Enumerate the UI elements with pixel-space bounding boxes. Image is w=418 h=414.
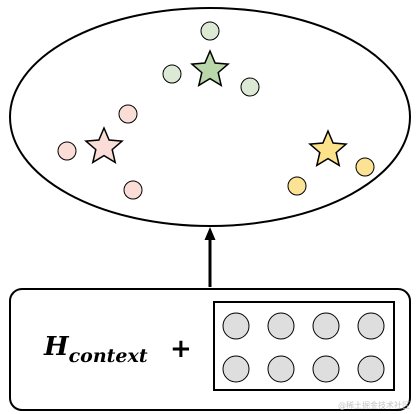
yellow-cluster-star — [308, 129, 348, 167]
vector-cell — [357, 355, 385, 383]
yellow-cluster-point — [355, 157, 375, 177]
red-cluster-point — [123, 180, 143, 200]
vector-cell — [312, 355, 340, 383]
vector-cell — [222, 312, 250, 340]
vector-cell — [222, 355, 250, 383]
vector-cell — [267, 355, 295, 383]
red-cluster-point — [118, 104, 138, 124]
green-cluster-point — [240, 77, 260, 97]
watermark-text: @稀土掘金技术社区 — [338, 401, 410, 410]
yellow-cluster-point — [287, 176, 307, 196]
green-cluster-point — [162, 64, 182, 84]
red-cluster-star — [84, 126, 124, 164]
green-cluster-star — [190, 49, 230, 87]
arrow-head — [204, 227, 216, 240]
vector-cell — [357, 312, 385, 340]
vector-cell — [312, 312, 340, 340]
context-subscript: context — [68, 345, 148, 367]
embedding-space-ellipse — [9, 7, 411, 227]
plus-operator: + — [170, 334, 192, 364]
h-symbol: H — [44, 332, 69, 362]
h-context-label: Hcontext — [44, 332, 148, 367]
green-cluster-point — [200, 21, 220, 41]
red-cluster-point — [57, 141, 77, 161]
vector-cell — [267, 312, 295, 340]
